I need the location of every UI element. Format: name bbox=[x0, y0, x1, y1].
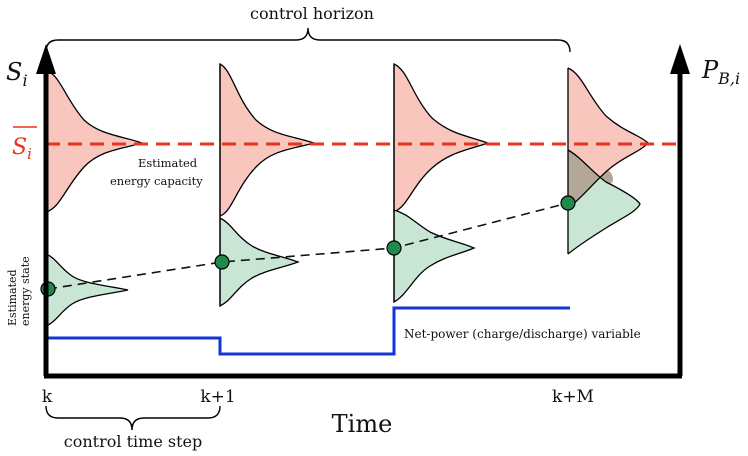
net-power-label: Net-power (charge/discharge) variable bbox=[404, 327, 641, 341]
state-marker-kM bbox=[560, 195, 576, 211]
net-power-step-line bbox=[46, 306, 570, 356]
overlap-region-kM bbox=[568, 150, 614, 208]
tick-label-kM: k+M bbox=[552, 387, 594, 407]
state-curve-kM bbox=[567, 149, 641, 255]
left-axis-label: Si bbox=[6, 58, 28, 90]
state-distribution-mid bbox=[393, 209, 476, 304]
state-distribution-k1 bbox=[219, 216, 300, 308]
state-marker-mid bbox=[386, 240, 402, 256]
capacity-distribution-k bbox=[45, 69, 145, 213]
tick-label-k: k bbox=[42, 387, 53, 407]
time-axis-label: Time bbox=[332, 410, 393, 438]
capacity-distribution-mid bbox=[393, 63, 490, 213]
control-time-step-brace bbox=[45, 405, 221, 431]
estimated-capacity-label: Estimated energy capacity bbox=[110, 156, 203, 188]
state-marker-k1 bbox=[214, 254, 230, 270]
state-distribution-k bbox=[45, 253, 129, 327]
right-axis-label: PB,i bbox=[701, 56, 740, 88]
tick-label-k1: k+1 bbox=[200, 387, 235, 407]
capacity-distribution-k1 bbox=[219, 62, 317, 217]
capacity-line-label: Si bbox=[12, 135, 32, 163]
control-horizon-brace bbox=[45, 27, 571, 53]
control-horizon-label: control horizon bbox=[250, 4, 374, 23]
right-axis-arrowhead bbox=[670, 44, 690, 74]
estimated-state-label: Estimated energy state bbox=[6, 256, 32, 326]
control-time-step-label: control time step bbox=[64, 432, 202, 451]
left-axis-arrowhead bbox=[36, 44, 56, 74]
state-trajectory-line bbox=[47, 202, 569, 290]
